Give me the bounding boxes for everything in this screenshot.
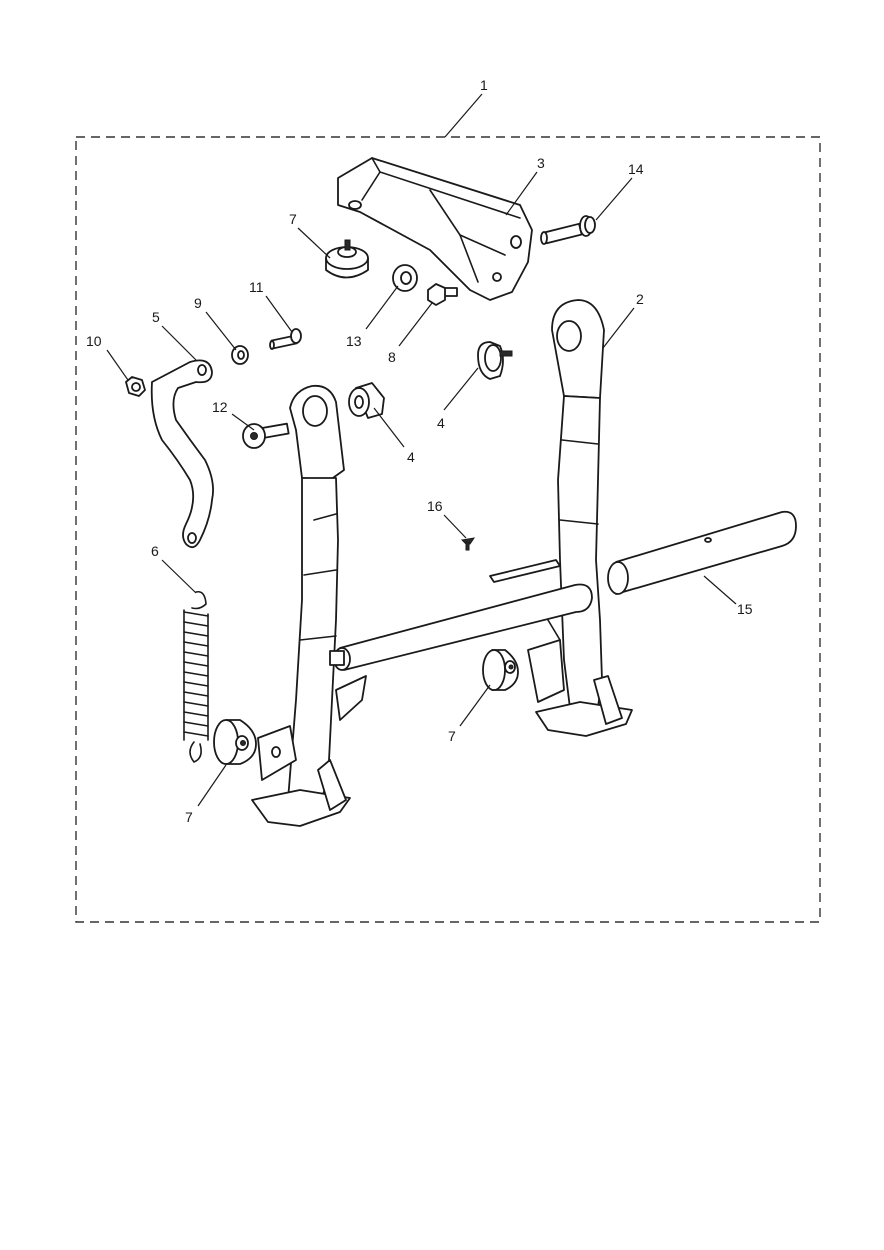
bolt-part-11[interactable] xyxy=(269,328,302,350)
cap-screw-part-12[interactable] xyxy=(242,422,290,449)
bush-part-4-right[interactable] xyxy=(477,341,513,380)
callout-7: 7 xyxy=(185,809,193,825)
callout-1: 1 xyxy=(480,77,488,93)
washer-part-9[interactable] xyxy=(231,345,249,365)
centre-stand-frame-part-2[interactable] xyxy=(251,299,633,827)
callout-labels: 1 2 3 4 4 5 6 7 7 7 8 9 10 11 12 13 14 1… xyxy=(86,77,753,825)
rivet-part-16[interactable] xyxy=(460,537,476,551)
callout-5: 5 xyxy=(152,309,160,325)
bolt-part-14[interactable] xyxy=(540,215,596,245)
callout-4: 4 xyxy=(407,449,415,465)
bush-part-4-left[interactable] xyxy=(348,382,385,419)
callout-10: 10 xyxy=(86,333,102,349)
callout-3: 3 xyxy=(537,155,545,171)
callout-16: 16 xyxy=(427,498,443,514)
callout-7: 7 xyxy=(289,211,297,227)
rubber-buffer-lower-right[interactable] xyxy=(482,649,519,691)
callout-11: 11 xyxy=(249,279,264,295)
callout-9: 9 xyxy=(194,295,202,311)
mounting-bracket-part[interactable] xyxy=(337,157,533,301)
callout-14: 14 xyxy=(628,161,644,177)
callout-15: 15 xyxy=(737,601,753,617)
callout-12: 12 xyxy=(212,399,228,415)
tube-sleeve-part-15[interactable] xyxy=(607,510,797,595)
rubber-buffer-top[interactable] xyxy=(325,239,369,279)
callout-13: 13 xyxy=(346,333,362,349)
callout-2: 2 xyxy=(636,291,644,307)
callout-4: 4 xyxy=(437,415,445,431)
flange-bolt-part-8[interactable] xyxy=(427,283,458,306)
rubber-buffer-lower-left[interactable] xyxy=(213,719,257,765)
washer-part-13[interactable] xyxy=(392,264,418,292)
callout-6: 6 xyxy=(151,543,159,559)
callout-8: 8 xyxy=(388,349,396,365)
callout-7: 7 xyxy=(448,728,456,744)
spring-bracket-part-5[interactable] xyxy=(150,359,214,549)
leader-lines xyxy=(106,93,737,807)
return-spring-part-6[interactable] xyxy=(183,590,209,763)
nut-part-10[interactable] xyxy=(125,376,146,397)
